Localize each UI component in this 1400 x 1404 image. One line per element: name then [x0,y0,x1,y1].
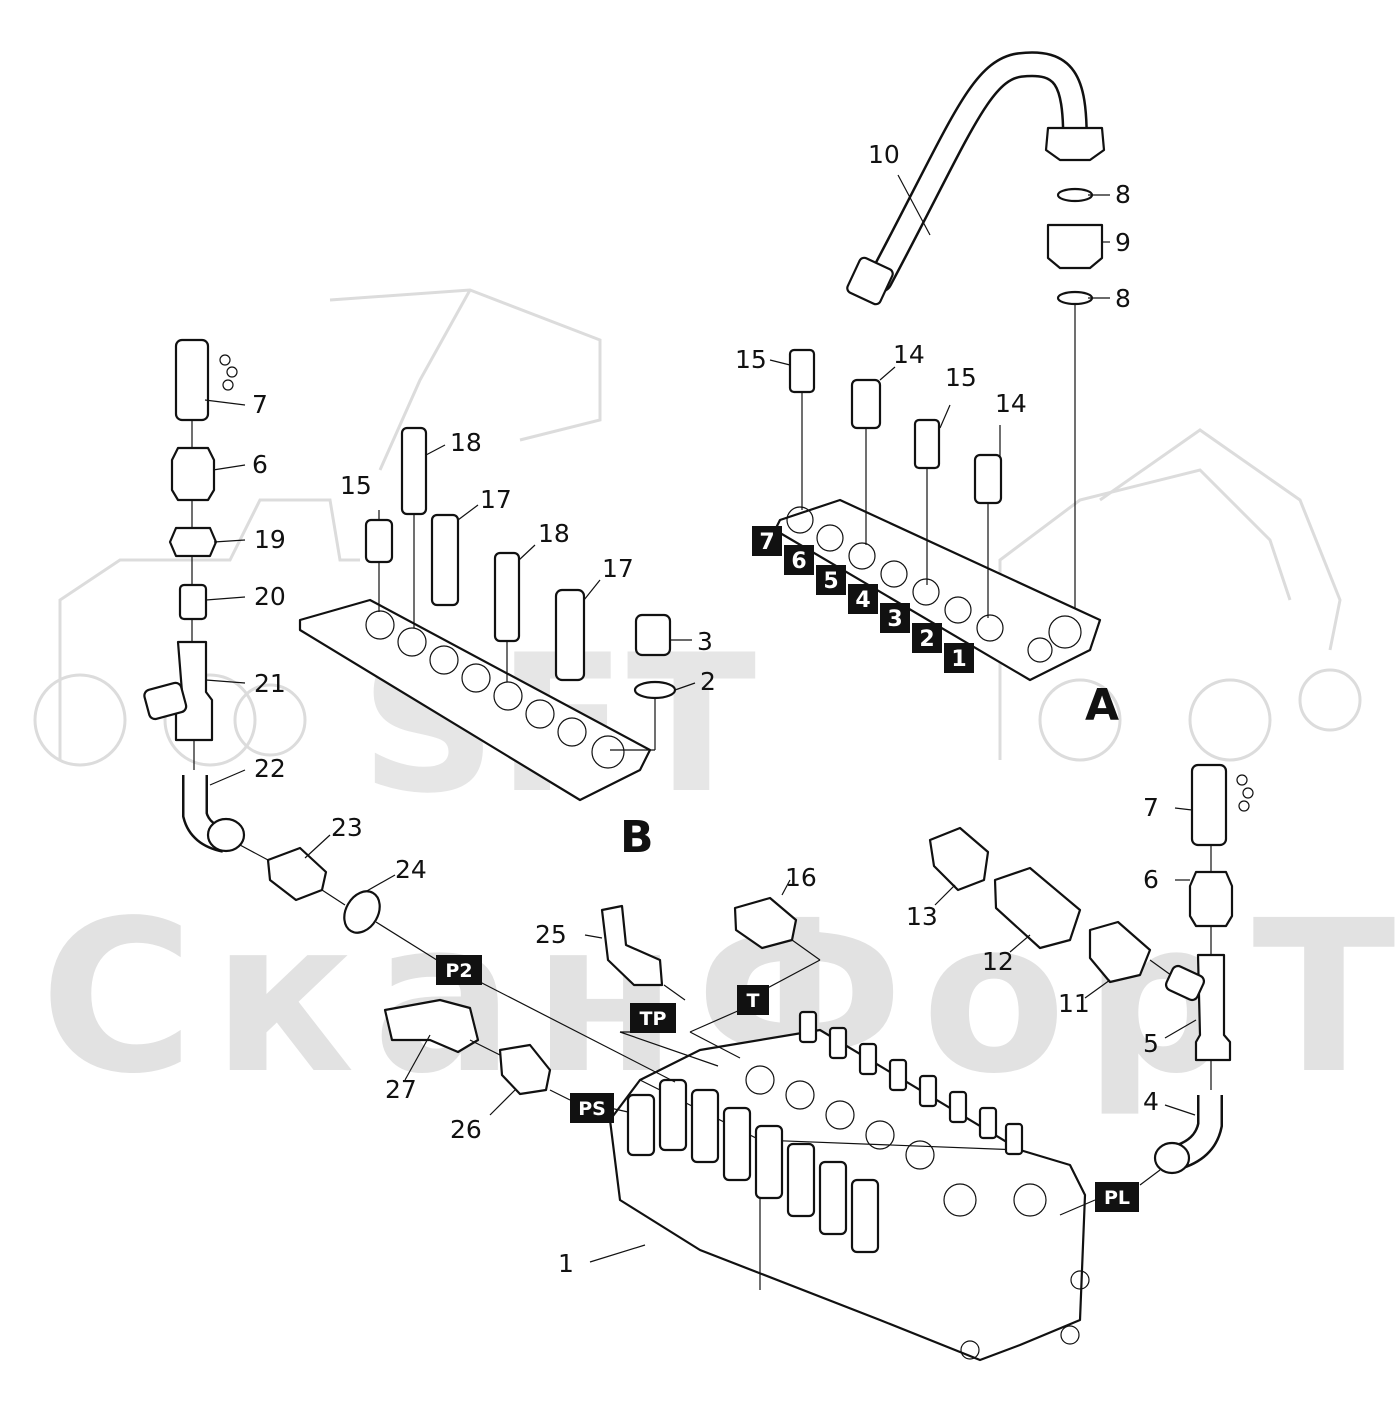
elbow [206,817,246,853]
callout-20: 20 [254,582,286,611]
tee-fitting [1194,953,1232,1062]
left-fitting-stack [143,338,246,853]
callout-8-lower: 8 [1115,284,1131,313]
callout-14-a: 14 [893,340,925,369]
main-control-valve [479,981,1161,1362]
callout-leaders [204,174,1197,1116]
elbow [1153,1141,1191,1175]
callout-5: 5 [1143,1029,1159,1058]
adapter-fitting [1046,223,1104,270]
nut [170,446,216,502]
section-a-label: A [1085,680,1119,731]
right-fitting-stack [1153,763,1254,1175]
section-a-fittings [788,348,1003,618]
callout-25: 25 [535,920,567,949]
o-ring [1056,290,1094,306]
spool-number-tags: 7 6 5 4 3 2 1 [752,526,974,673]
callout-16: 16 [785,863,817,892]
adapter-13 [928,826,990,892]
seal-ring [343,890,381,934]
nut [1188,870,1234,928]
callout-17-a: 17 [480,485,512,514]
spool-tag-2: 2 [919,627,934,652]
callout-3: 3 [697,627,713,656]
callout-19: 19 [254,525,286,554]
quick-coupler [1190,763,1228,847]
watermark: SFT СканФорТек [33,288,1400,1120]
callout-17-b: 17 [602,554,634,583]
port-tag-tp: TP [640,1008,667,1030]
spool-tag-4: 4 [855,588,870,613]
spool-tag-7: 7 [759,530,774,555]
callout-7-right: 7 [1143,793,1159,822]
section-a-manifold: 7 6 5 4 3 2 1 A [752,348,1119,731]
section-b-manifold: B [298,426,677,863]
callout-18-a: 18 [450,428,482,457]
callout-22: 22 [254,754,286,783]
fittings-right-group [928,826,1176,984]
callout-21: 21 [254,669,286,698]
port-tag-p2: P2 [445,960,472,982]
spool-tag-3: 3 [887,607,902,632]
port-tag-ps: PS [578,1098,606,1120]
nut [168,526,218,558]
section-b-label: B [620,812,654,863]
watermark-machine-left [33,288,602,767]
nipple [178,583,208,621]
callout-2: 2 [700,667,716,696]
valve-mounting-feet [960,1270,1090,1360]
fittings-23-24 [239,844,441,963]
valve-ports [745,1065,1047,1217]
valve-solenoids [626,1078,880,1254]
callout-23: 23 [331,813,363,842]
valve-top-spools [798,1010,1024,1156]
section-a-ports [786,506,1082,663]
callout-13: 13 [906,902,938,931]
port-tag-t: T [747,990,760,1012]
elbow-27 [383,998,480,1054]
callout-15-b: 15 [945,363,977,392]
callout-numbers: 1 2 3 4 5 6 6 7 7 8 8 9 10 11 12 13 14 1… [252,140,1159,1278]
callout-4: 4 [1143,1087,1159,1116]
spool-tag-6: 6 [791,549,806,574]
section-b-ports [365,610,625,769]
spool-tag-5: 5 [823,569,838,594]
hose-assembly [846,51,1106,620]
callout-14-b: 14 [995,389,1027,418]
callout-27: 27 [385,1075,417,1104]
coupling-12 [993,866,1082,950]
callout-12: 12 [982,947,1014,976]
section-b-fittings [364,426,677,751]
callout-15-c: 15 [340,471,372,500]
callout-9: 9 [1115,228,1131,257]
adapter-11 [1088,920,1152,984]
callout-6-left: 6 [252,450,268,479]
callout-1: 1 [558,1249,574,1278]
o-ring [1056,187,1094,203]
elbow-25 [600,904,664,987]
port-tag-pl: PL [1104,1187,1130,1209]
callout-26: 26 [450,1115,482,1144]
port-tags: P2 TP T PS PL [436,955,1139,1212]
callout-15-a: 15 [735,345,767,374]
adapter-26 [498,1043,552,1096]
callout-10: 10 [868,140,900,169]
callout-18-b: 18 [538,519,570,548]
callout-11: 11 [1058,989,1090,1018]
callout-8-upper: 8 [1115,180,1131,209]
watermark-machine-right [998,428,1362,762]
callout-6-right: 6 [1143,865,1159,894]
callout-7-left: 7 [252,390,268,419]
spool-tag-1: 1 [951,647,966,672]
quick-coupler [174,338,210,422]
callout-24: 24 [395,855,427,884]
